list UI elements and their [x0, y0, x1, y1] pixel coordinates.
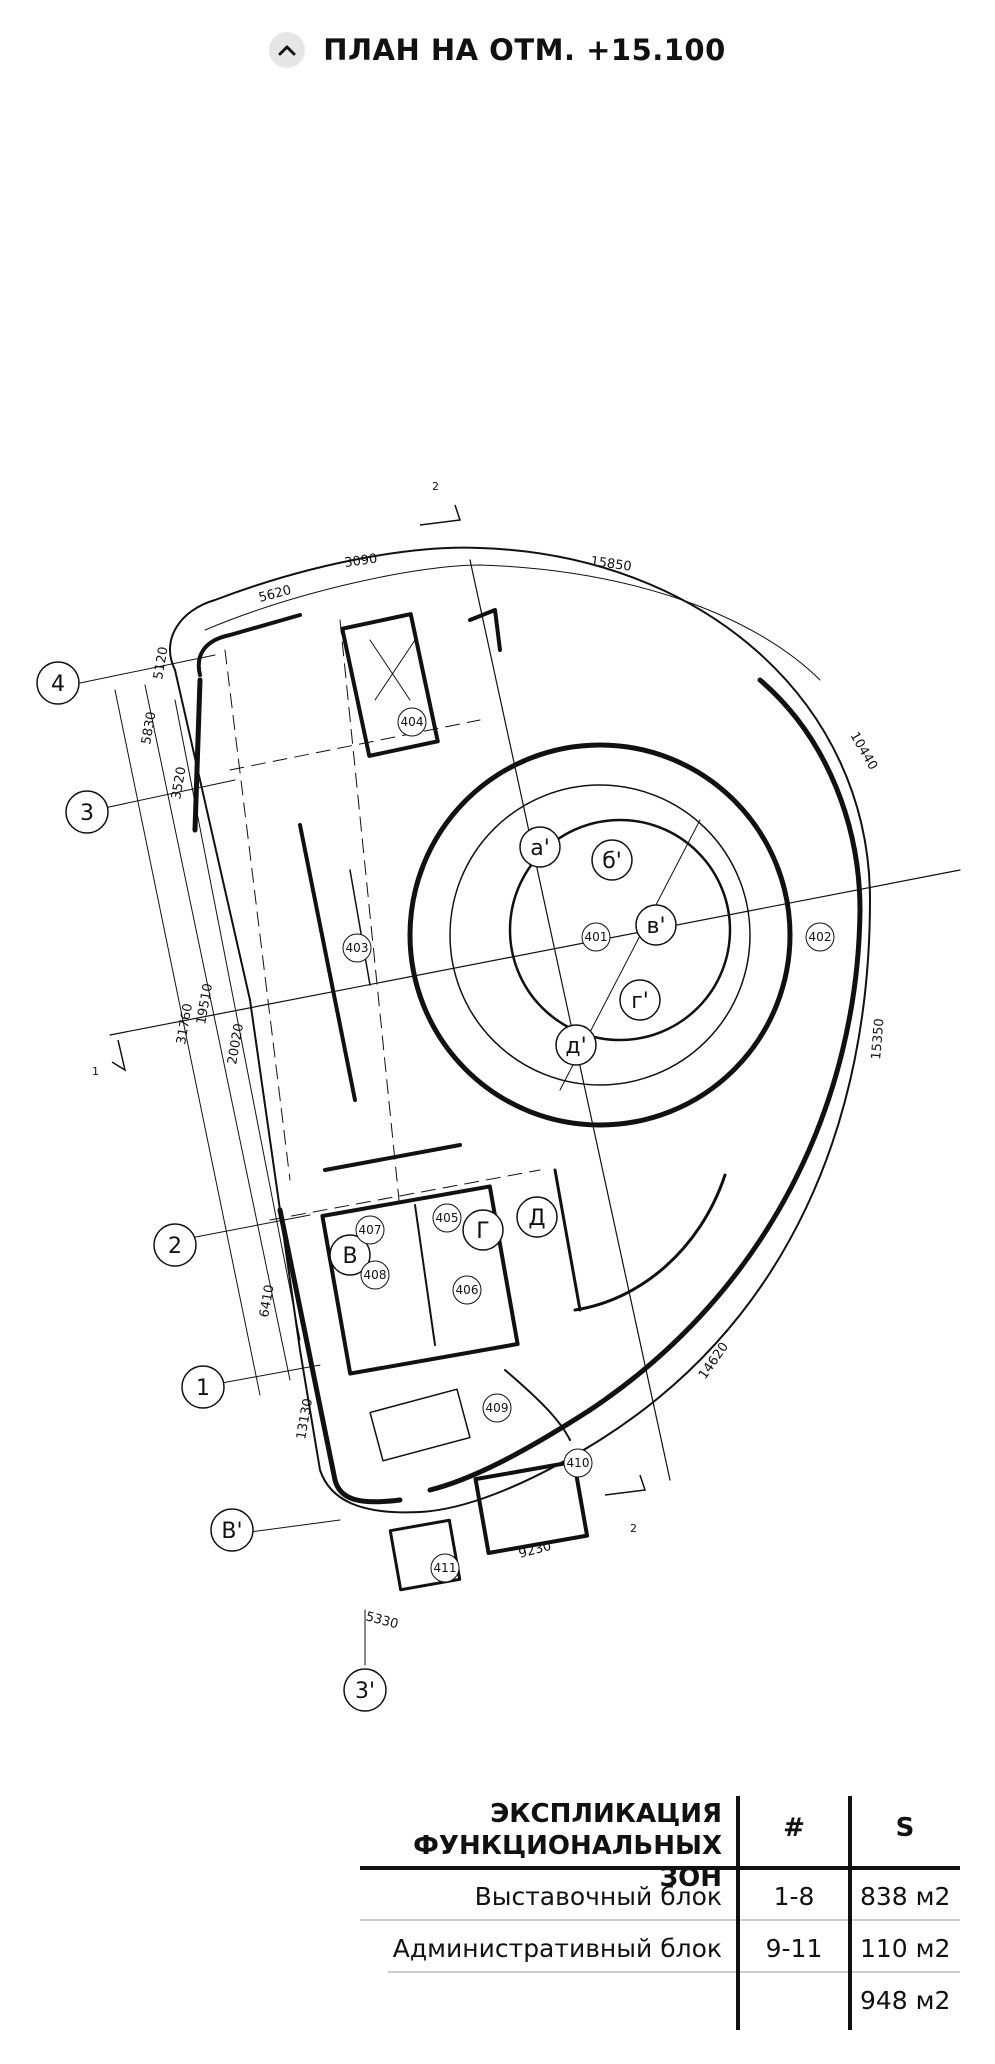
- round-hall-outer: [407, 742, 793, 1128]
- axis-bubble-vv: в': [635, 904, 677, 946]
- axis-bubble-g: г': [619, 979, 661, 1021]
- svg-text:5120: 5120: [151, 645, 172, 680]
- svg-text:в': в': [646, 914, 665, 939]
- outer-contour: [169, 546, 871, 1514]
- svg-text:406: 406: [456, 1283, 479, 1297]
- axis-bubble-3: 3: [65, 790, 109, 834]
- svg-text:В: В: [342, 1244, 357, 1269]
- svg-text:3090: 3090: [343, 552, 378, 571]
- svg-text:Г: Г: [476, 1219, 489, 1244]
- svg-text:5830: 5830: [139, 710, 160, 745]
- svg-text:15350: 15350: [869, 1018, 888, 1061]
- axis-bubble-1: 1: [181, 1365, 225, 1409]
- svg-text:1: 1: [196, 1376, 210, 1401]
- svg-text:В': В': [221, 1519, 242, 1544]
- svg-text:5620: 5620: [257, 583, 293, 606]
- svg-text:19510: 19510: [194, 982, 216, 1025]
- axis-bubble-v: В': [210, 1508, 254, 1552]
- svg-text:409: 409: [486, 1401, 509, 1415]
- axis-bubble-G: Г: [462, 1209, 504, 1251]
- svg-text:д': д': [565, 1034, 586, 1059]
- axis-bubble-4: 4: [36, 661, 80, 705]
- svg-text:б': б': [602, 849, 622, 874]
- svg-text:3': 3': [355, 1679, 375, 1704]
- svg-text:15850: 15850: [589, 554, 632, 575]
- axis-bubble-3p: 3': [343, 1668, 387, 1712]
- chevron-up-icon: [278, 45, 296, 56]
- svg-text:9230: 9230: [517, 1539, 553, 1562]
- svg-text:403: 403: [346, 941, 369, 955]
- row-num-exhibition: 1-8: [773, 1882, 815, 1911]
- row-name-exhibition: Выставочный блок: [474, 1882, 722, 1911]
- axis-bubble-b: б': [591, 839, 633, 881]
- svg-text:410: 410: [567, 1456, 590, 1470]
- svg-text:31760: 31760: [174, 1002, 196, 1045]
- row-num-admin: 9-11: [765, 1934, 823, 1963]
- svg-text:401: 401: [585, 930, 608, 944]
- axis-bubble-2: 2: [153, 1223, 197, 1267]
- table-grid: [360, 1796, 960, 2030]
- axis-bubble-d: д': [555, 1024, 597, 1066]
- plan-header: ПЛАН НА ОТМ. +15.100: [0, 30, 995, 70]
- page-title: ПЛАН НА ОТМ. +15.100: [323, 33, 726, 67]
- round-hall-inner: [508, 818, 732, 1042]
- explication-heading-line1: ЭКСПЛИКАЦИЯ: [490, 1799, 722, 1829]
- svg-text:1: 1: [92, 1065, 99, 1078]
- collapse-button[interactable]: [269, 32, 306, 68]
- svg-text:407: 407: [359, 1223, 382, 1237]
- axis-bubble-V: В: [329, 1234, 371, 1276]
- explication-table: ЭКСПЛИКАЦИЯ ФУНКЦИОНАЛЬНЫХ ЗОН # S Выста…: [360, 1790, 960, 2030]
- axis-bubble-a: а': [519, 826, 561, 868]
- svg-text:10440: 10440: [847, 730, 881, 773]
- row-name-admin: Административный блок: [392, 1934, 722, 1963]
- svg-text:20020: 20020: [225, 1022, 247, 1065]
- svg-text:а': а': [530, 836, 550, 861]
- svg-text:5330: 5330: [364, 1609, 400, 1632]
- svg-text:2: 2: [432, 480, 439, 493]
- svg-text:Д: Д: [528, 1206, 545, 1231]
- svg-text:6410: 6410: [257, 1283, 278, 1318]
- svg-text:408: 408: [364, 1268, 387, 1282]
- svg-text:404: 404: [401, 715, 424, 729]
- col-header-num: #: [783, 1813, 805, 1843]
- svg-text:3: 3: [80, 801, 94, 826]
- col-header-area: S: [895, 1813, 915, 1843]
- row-area-admin: 110 м2: [860, 1934, 951, 1963]
- svg-text:13130: 13130: [294, 1397, 316, 1440]
- svg-text:411: 411: [434, 1561, 457, 1575]
- svg-text:405: 405: [436, 1211, 459, 1225]
- row-area-exhibition: 838 м2: [860, 1882, 951, 1911]
- row-area-total: 948 м2: [860, 1986, 951, 2015]
- svg-text:г': г': [631, 989, 649, 1014]
- svg-text:2: 2: [630, 1522, 637, 1535]
- outer-wall: [196, 613, 302, 677]
- axis-bubble-D: Д: [516, 1196, 558, 1238]
- svg-text:402: 402: [809, 930, 832, 944]
- svg-text:3520: 3520: [169, 765, 190, 800]
- svg-text:4: 4: [51, 672, 65, 697]
- explication-heading-line2: ФУНКЦИОНАЛЬНЫХ ЗОН: [413, 1831, 722, 1893]
- svg-text:2: 2: [168, 1234, 182, 1259]
